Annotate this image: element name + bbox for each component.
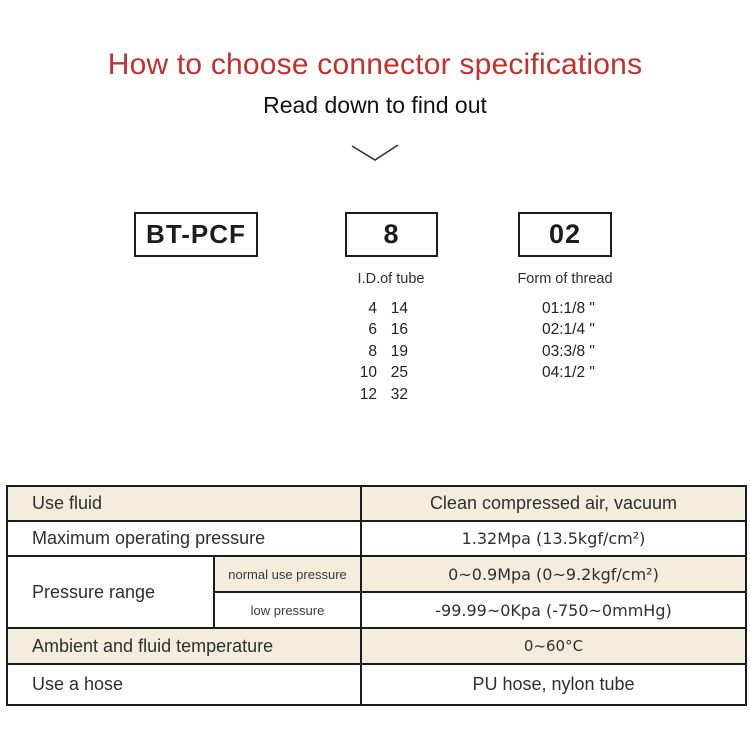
table-row: Pressure range normal use pressure 0~0.9…: [6, 555, 747, 629]
series-code-box: BT-PCF: [134, 212, 258, 257]
tube-size-od: 32: [390, 385, 408, 403]
tube-size-row: 12 32: [350, 384, 408, 406]
row-label: Use a hose: [6, 663, 362, 706]
row-value: 1.32Mpa (13.5kgf/cm²): [360, 520, 747, 557]
table-row: Use a hose PU hose, nylon tube: [6, 663, 747, 706]
tube-size-od: 16: [390, 321, 408, 339]
row-value: 0~0.9Mpa (0~9.2kgf/cm²): [360, 555, 747, 593]
tube-size-id: 10: [359, 364, 377, 382]
spec-table: Use fluid Clean compressed air, vacuum M…: [6, 485, 747, 706]
thread-code-box: 02: [518, 212, 612, 257]
tube-size-row: 8 19: [350, 341, 408, 363]
row-label: Use fluid: [6, 485, 362, 522]
tube-size-od: 25: [390, 364, 408, 382]
tube-size-id: 12: [359, 385, 377, 403]
row-sub-label: normal use pressure: [213, 555, 362, 593]
row-label: Maximum operating pressure: [6, 520, 362, 557]
row-value: -99.99~0Kpa (-750~0mmHg): [360, 591, 747, 629]
thread-option: 04:1/2 ": [542, 364, 595, 382]
table-row: low pressure -99.99~0Kpa (-750~0mmHg): [7, 591, 747, 629]
table-row: Ambient and fluid temperature 0~60°C: [6, 627, 747, 665]
tube-size-options: 4 14 6 16 8 19 10 25 12 32: [350, 298, 408, 406]
thread-option: 02:1/4 ": [542, 321, 595, 339]
tube-size-row: 10 25: [350, 363, 408, 385]
thread-options: 01:1/8 " 02:1/4 " 03:3/8 " 04:1/2 ": [542, 298, 595, 384]
tube-size-row: 6 16: [350, 320, 408, 342]
tube-size-od: 14: [390, 299, 408, 317]
thread-option: 01:1/8 ": [542, 299, 595, 317]
row-value: Clean compressed air, vacuum: [360, 485, 747, 522]
row-label: Pressure range: [6, 555, 215, 629]
tube-size-caption: I.D.of tube: [357, 271, 425, 287]
row-value: PU hose, nylon tube: [360, 663, 747, 706]
chevron-down-icon: [351, 144, 399, 161]
thread-caption: Form of thread: [517, 271, 613, 287]
row-label: Ambient and fluid temperature: [6, 627, 362, 665]
page-subtitle: Read down to find out: [263, 92, 487, 118]
tube-size-code-box: 8: [345, 212, 438, 257]
tube-size-id: 6: [368, 321, 377, 339]
tube-size-od: 19: [390, 342, 408, 360]
thread-option: 03:3/8 ": [542, 342, 595, 360]
table-row: Use fluid Clean compressed air, vacuum: [6, 485, 747, 522]
tube-size-id: 4: [368, 299, 377, 317]
tube-size-row: 4 14: [350, 298, 408, 320]
page-title: How to choose connector specifications: [107, 48, 643, 81]
row-sub-label: low pressure: [213, 591, 362, 629]
table-row: Maximum operating pressure 1.32Mpa (13.5…: [6, 520, 747, 557]
tube-size-id: 8: [368, 342, 377, 360]
row-value: 0~60°C: [360, 627, 747, 665]
